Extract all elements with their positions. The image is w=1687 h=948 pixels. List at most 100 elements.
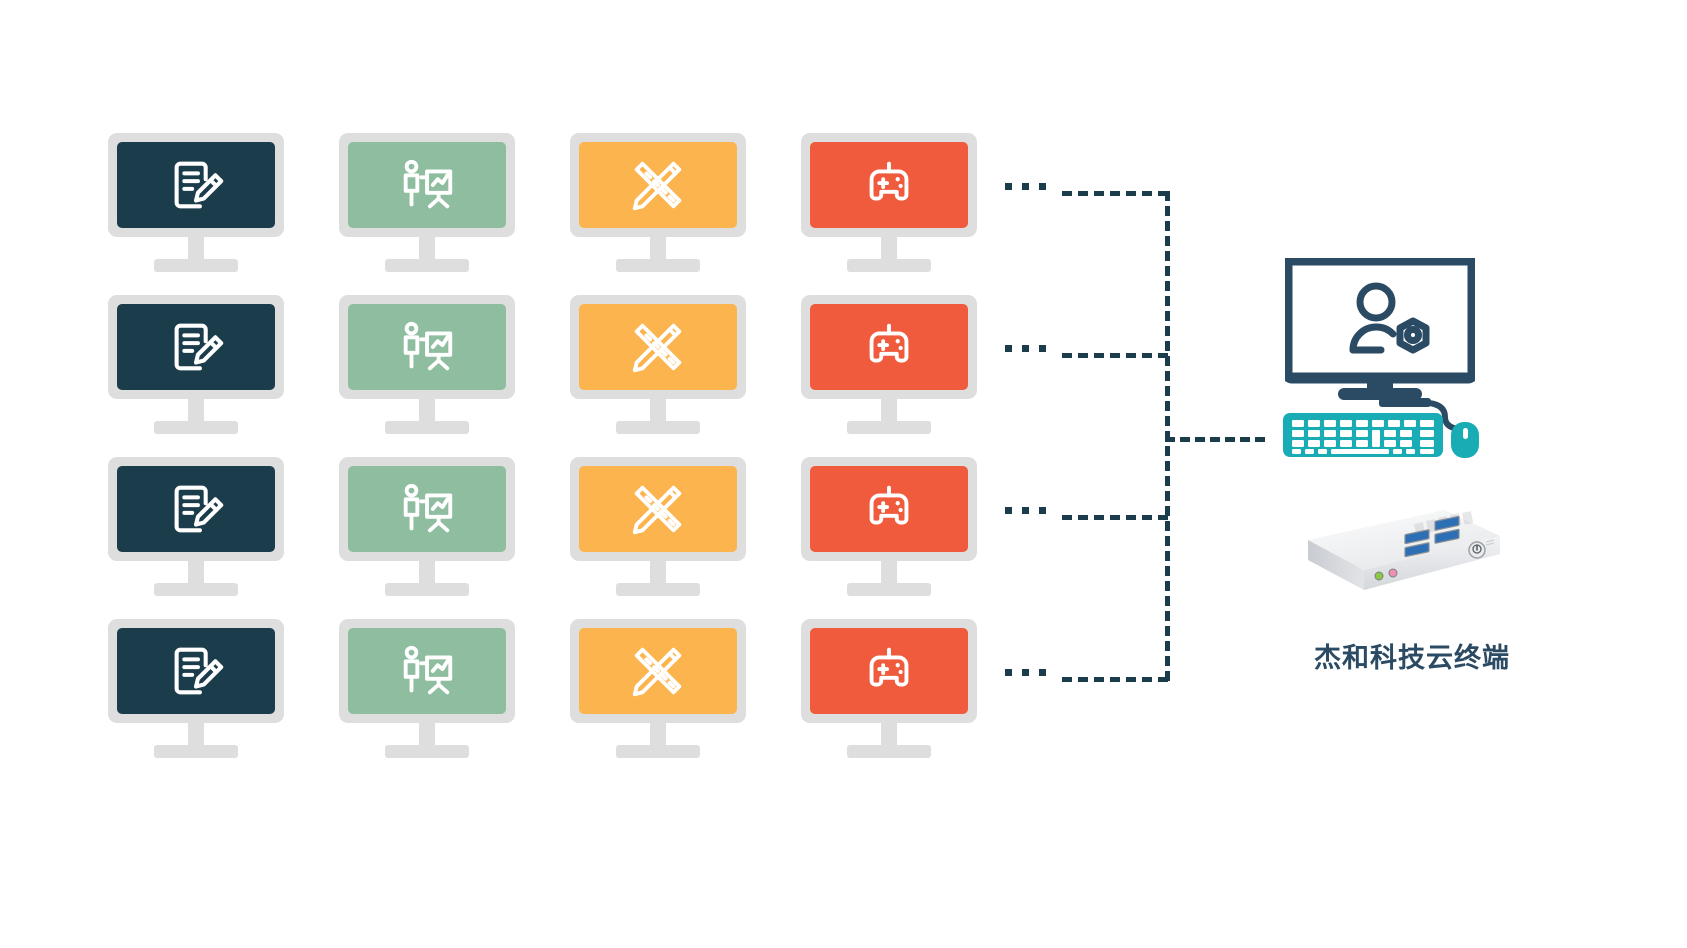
mini-pc-front-face [1364, 536, 1500, 590]
document-edit-icon [174, 485, 224, 533]
gamepad-icon [869, 647, 909, 687]
monitor-neck [419, 561, 435, 583]
monitor-bezel [801, 133, 977, 237]
ruler-pencil-icon [632, 161, 682, 211]
host-stand-bar [1379, 398, 1431, 407]
monitor-screen [810, 304, 968, 390]
monitor-screen [348, 466, 506, 552]
power-button [1468, 541, 1486, 559]
mouse-icon [1451, 422, 1479, 458]
monitor-base [847, 583, 931, 596]
client-monitor[interactable] [339, 295, 515, 434]
client-monitor[interactable] [570, 457, 746, 596]
host-monitor[interactable] [1281, 254, 1479, 408]
monitor-bezel [570, 295, 746, 399]
connection-branch [1062, 515, 1168, 520]
monitor-bezel [108, 295, 284, 399]
ellipsis-dot [1005, 345, 1012, 352]
ellipsis-dot [1039, 507, 1046, 514]
client-monitor[interactable] [108, 295, 284, 434]
client-monitor[interactable] [339, 457, 515, 596]
ruler-pencil-icon [632, 323, 682, 373]
monitor-neck [881, 399, 897, 421]
monitor-screen [348, 304, 506, 390]
monitor-screen [579, 304, 737, 390]
ellipsis-dot [1005, 507, 1012, 514]
ellipsis-dot [1022, 669, 1029, 676]
mic-in-port [1388, 568, 1398, 578]
ruler-pencil-icon [632, 647, 682, 697]
monitor-neck [188, 723, 204, 745]
monitor-bezel [108, 619, 284, 723]
monitor-neck [650, 561, 666, 583]
monitor-base [154, 745, 238, 758]
client-monitor[interactable] [108, 457, 284, 596]
monitor-bezel [339, 295, 515, 399]
mini-pc-device[interactable] [1272, 500, 1502, 615]
row-ellipsis [1005, 507, 1046, 514]
client-monitor[interactable] [108, 133, 284, 272]
monitor-bezel [570, 133, 746, 237]
ellipsis-dot [1039, 345, 1046, 352]
monitor-neck [650, 399, 666, 421]
monitor-base [616, 745, 700, 758]
monitor-base [616, 259, 700, 272]
connection-branch [1062, 191, 1168, 196]
monitor-neck [419, 723, 435, 745]
presentation-chart-icon [403, 159, 453, 209]
monitor-neck [419, 237, 435, 259]
monitor-bezel [339, 457, 515, 561]
monitor-screen [117, 466, 275, 552]
mini-pc-left-face [1308, 540, 1364, 590]
client-monitor[interactable] [108, 619, 284, 758]
client-monitor[interactable] [339, 133, 515, 272]
client-monitor[interactable] [570, 133, 746, 272]
connection-branch [1062, 353, 1168, 358]
ellipsis-dot [1039, 183, 1046, 190]
client-monitor[interactable] [570, 619, 746, 758]
client-monitor[interactable] [801, 295, 977, 434]
presentation-chart-icon [403, 645, 453, 695]
monitor-neck [188, 237, 204, 259]
monitor-screen [810, 628, 968, 714]
row-ellipsis [1005, 669, 1046, 676]
monitor-bezel [108, 133, 284, 237]
mouse-cable [1426, 400, 1461, 432]
monitor-bezel [339, 133, 515, 237]
monitor-base [847, 259, 931, 272]
monitor-neck [188, 399, 204, 421]
gamepad-icon [869, 485, 909, 525]
user-gear-icon [1349, 282, 1430, 354]
monitor-neck [881, 237, 897, 259]
monitor-screen [810, 142, 968, 228]
gamepad-icon [869, 323, 909, 363]
client-monitor[interactable] [339, 619, 515, 758]
monitor-screen [348, 142, 506, 228]
client-monitor[interactable] [801, 133, 977, 272]
host-keyboard-mouse[interactable] [1283, 398, 1488, 458]
monitor-neck [650, 237, 666, 259]
client-monitor[interactable] [801, 619, 977, 758]
monitor-base [385, 583, 469, 596]
client-monitor[interactable] [801, 457, 977, 596]
connection-bus-vertical [1165, 191, 1170, 681]
monitor-bezel [108, 457, 284, 561]
monitor-neck [650, 723, 666, 745]
ellipsis-dot [1005, 669, 1012, 676]
row-ellipsis [1005, 345, 1046, 352]
monitor-neck [188, 561, 204, 583]
monitor-base [154, 583, 238, 596]
monitor-screen [810, 466, 968, 552]
connection-to-host [1165, 437, 1265, 442]
monitor-bezel [570, 457, 746, 561]
monitor-bezel [801, 457, 977, 561]
monitor-bezel [801, 295, 977, 399]
monitor-base [616, 421, 700, 434]
connection-branch [1062, 677, 1168, 682]
monitor-bezel [801, 619, 977, 723]
client-monitor[interactable] [570, 295, 746, 434]
usb-ports [1404, 515, 1460, 558]
monitor-screen [579, 466, 737, 552]
document-edit-icon [174, 323, 224, 371]
